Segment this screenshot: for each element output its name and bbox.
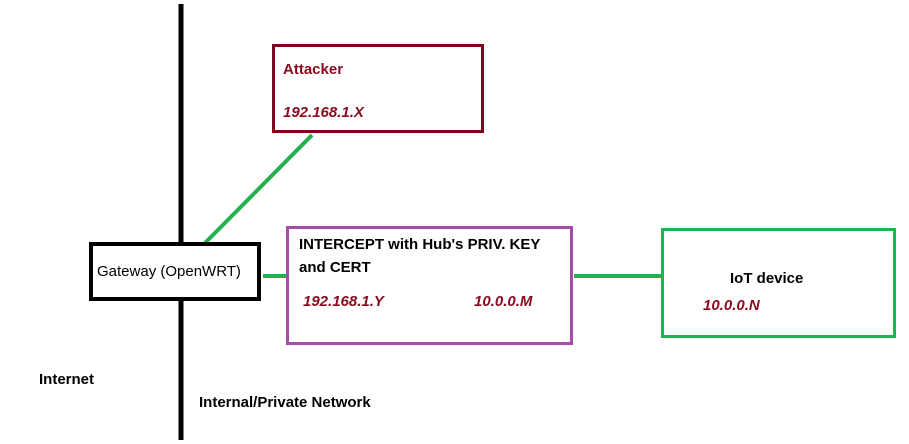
private-network-label: Internal/Private Network (199, 394, 371, 411)
intercept-private-ip: 10.0.0.M (474, 293, 533, 310)
attacker-ip: 192.168.1.X (283, 104, 364, 121)
intercept-lan-ip: 192.168.1.Y (303, 293, 384, 310)
attacker-title: Attacker (283, 61, 344, 78)
gateway-label: Gateway (OpenWRT) (97, 263, 241, 280)
gateway-box (89, 242, 261, 301)
iot-device-ip: 10.0.0.N (703, 297, 760, 314)
internet-label: Internet (39, 371, 95, 388)
intercept-title-line2: and CERT (299, 259, 371, 276)
attacker-box (272, 44, 484, 133)
attacker-link (203, 133, 314, 245)
iot-device-box (661, 228, 896, 338)
iot-device-title: IoT device (730, 270, 804, 287)
intercept-title-line1: INTERCEPT with Hub's PRIV. KEY (299, 236, 541, 253)
intercept-box (286, 226, 573, 345)
